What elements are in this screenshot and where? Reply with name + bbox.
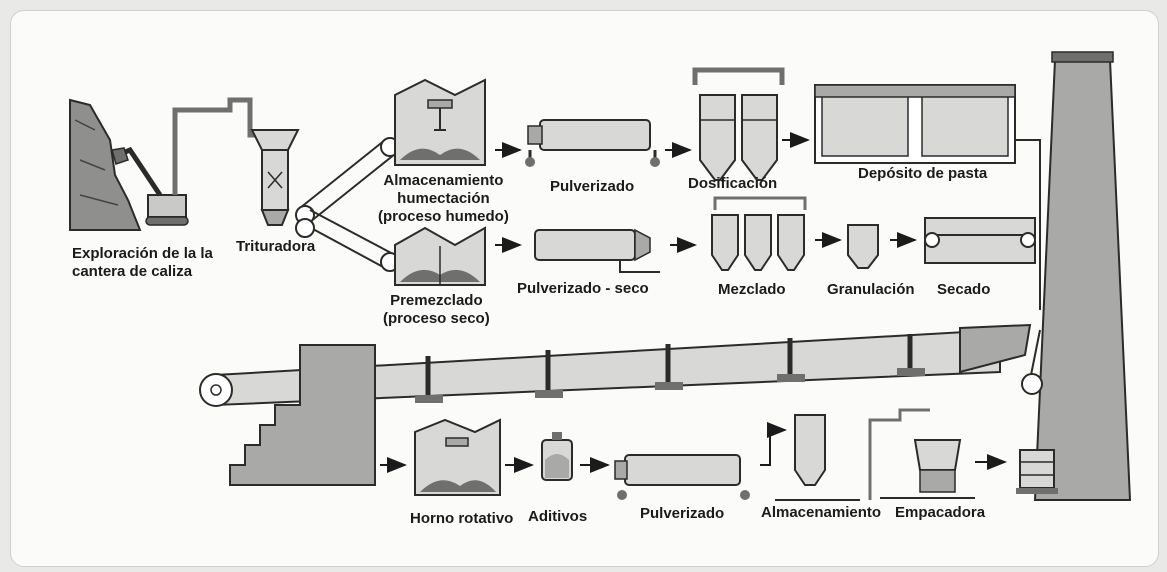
chimney-icon	[1033, 51, 1132, 501]
label-premix: Premezclado(proceso seco)	[383, 292, 490, 327]
granulator-icon	[847, 224, 879, 269]
crusher-icon	[172, 97, 300, 226]
label-pulverized-wet: Pulverizado	[550, 178, 635, 195]
feed-line	[1029, 329, 1041, 381]
label-mixing: Mezclado	[718, 281, 786, 298]
premix-storage-icon	[394, 226, 486, 286]
label-pulverized-final: Pulverizado	[640, 505, 725, 522]
label-granulation: Granulación	[827, 281, 915, 298]
label-dosing: Dosificación	[688, 175, 778, 192]
flow-line	[1015, 139, 1041, 310]
label-additives: Aditivos	[528, 508, 588, 525]
label-drying: Secado	[937, 281, 991, 298]
label-rotary-kiln: Horno rotativo	[410, 510, 514, 527]
rotary-kiln-icon	[199, 323, 1032, 407]
wet-storage-icon	[394, 78, 486, 166]
mixing-silos-icon	[711, 196, 807, 271]
dosing-icon	[692, 67, 785, 181]
label-packing: Empacadora	[895, 504, 986, 521]
wet-mill-icon	[525, 119, 660, 167]
flow-arrow	[760, 422, 787, 466]
label-storage-final: Almacenamiento	[761, 504, 882, 521]
label-crusher: Trituradora	[236, 238, 316, 255]
packing-machine-icon	[868, 408, 975, 500]
label-pulverized-dry: Pulverizado - seco	[517, 280, 649, 297]
clinker-storage-icon	[414, 418, 501, 496]
dry-mill-icon	[534, 228, 660, 273]
cement-silo-icon	[775, 414, 860, 501]
label-paste-tank: Depósito de pasta	[858, 165, 988, 182]
additives-icon	[541, 432, 573, 481]
quarry-icon	[69, 98, 189, 231]
bagged-cement-icon	[1016, 449, 1058, 494]
final-mill-icon	[614, 454, 750, 500]
dryer-icon	[924, 217, 1036, 264]
paste-tank-icon	[814, 84, 1016, 164]
cooler-structure-icon	[229, 344, 376, 486]
